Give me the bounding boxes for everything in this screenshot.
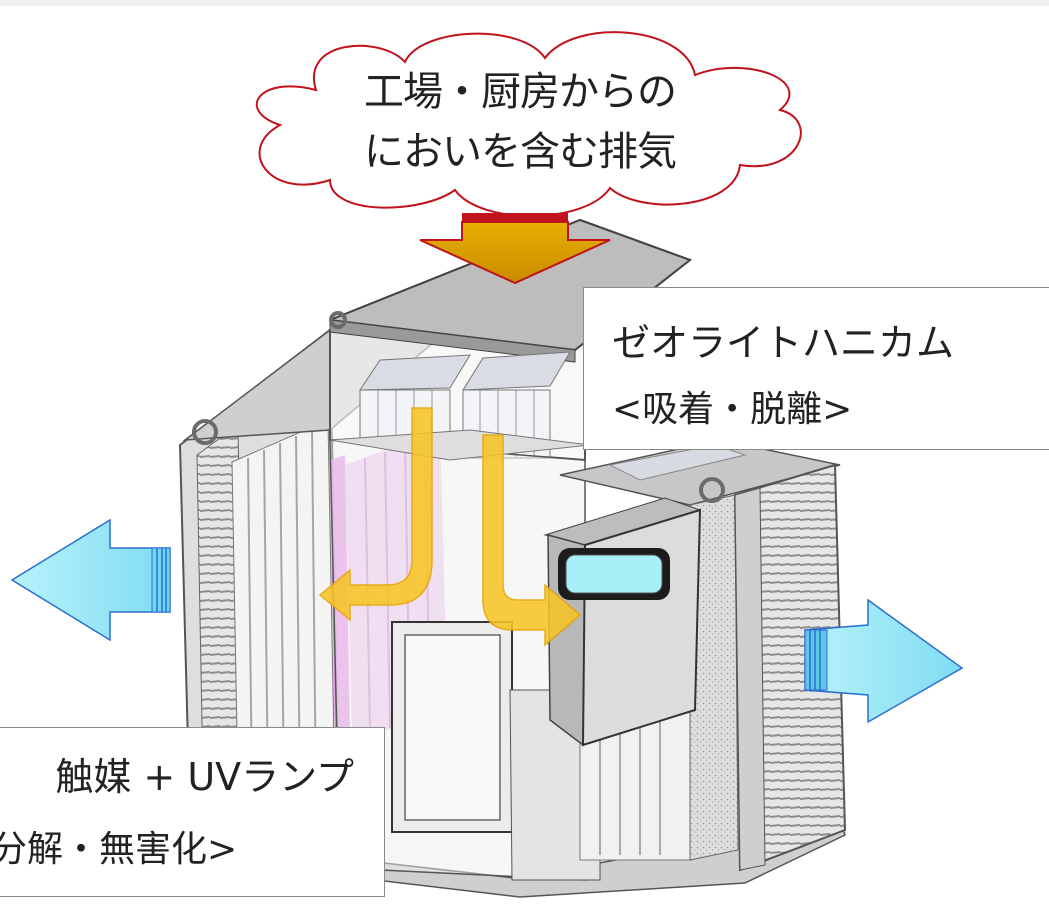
catalyst-label-box: 触媒 + UVランプ 分解・無害化> (0, 727, 385, 897)
zeolite-label-box: ゼオライトハニカム <吸着・脱離> (583, 287, 1049, 450)
cloud-line-2: においを含む排気 (364, 129, 677, 175)
inlet-arrow (419, 213, 611, 285)
outlet-arrow-right (804, 598, 964, 724)
zeolite-label-function: <吸着・脱離> (612, 389, 853, 430)
catalyst-label-title: 触媒 + UVランプ (55, 755, 354, 799)
top-border (0, 0, 1049, 6)
cloud-line-1: 工場・厨房からの (364, 69, 677, 115)
internal-flow-arrows (318, 407, 582, 647)
outlet-arrow-left (10, 518, 171, 642)
lifting-eyes (192, 311, 725, 503)
exhaust-cloud (255, 31, 802, 217)
control-box (543, 497, 702, 747)
flow-arrow-left (318, 407, 433, 622)
display-window (565, 554, 663, 594)
exhaust-cloud-label: 工場・厨房からの においを含む排気 (300, 62, 740, 182)
catalyst-label-function: 分解・無害化> (0, 829, 238, 870)
zeolite-label-title: ゼオライトハニカム (612, 321, 955, 365)
flow-arrow-right (482, 434, 582, 647)
